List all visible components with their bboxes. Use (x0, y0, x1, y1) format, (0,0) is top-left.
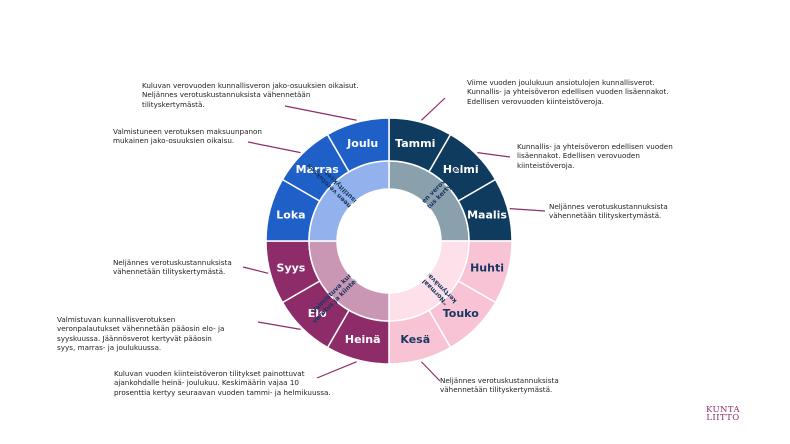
note-kesa: Neljännes verotuskustannuksista vähennet… (440, 376, 559, 395)
month-label-loka: Loka (276, 209, 305, 222)
month-label-maalis: Maalis (467, 209, 507, 222)
connector-lines (242, 97, 546, 382)
connector-joulu (284, 105, 357, 121)
note-maalis: Neljännes verotuskustannuksista vähennet… (549, 202, 668, 221)
note-joulu: Kuluvan verovuoden kunnallisveron jako-o… (142, 81, 359, 109)
connector-heina (316, 361, 357, 379)
connector-maalis (509, 208, 546, 212)
month-label-touko: Touko (443, 307, 479, 320)
month-label-elo: Elo (308, 307, 327, 320)
connector-helmi (477, 152, 511, 158)
note-heina: Kuluvan vuoden kiinteistöveron tilitykse… (114, 369, 331, 397)
month-label-marras: Marras (296, 163, 340, 176)
month-label-joulu: Joulu (346, 137, 378, 150)
connector-tammi (420, 97, 446, 121)
connector-kesa (420, 361, 441, 382)
month-label-helmi: Helmi (443, 163, 479, 176)
note-tammi: Viime vuoden joulukuun ansiotulojen kunn… (467, 78, 669, 106)
month-label-kesa: Kesä (400, 333, 430, 346)
note-helmi: Kunnallis- ja yhteisöveron edellisen vuo… (517, 142, 673, 170)
note-elo: Valmistuvan kunnallisverotuksen veronpal… (57, 315, 225, 353)
month-label-syys: Syys (277, 261, 306, 274)
logo-line-1: KUNTA (706, 405, 740, 415)
kuntaliitto-logo: KUNTA LIITTO (701, 405, 745, 423)
logo-line-2: LIITTO (706, 413, 740, 423)
month-label-heina: Heinä (345, 333, 381, 346)
connector-marras (247, 141, 301, 154)
connector-syys (242, 266, 269, 274)
month-label-tammi: Tammi (395, 137, 435, 150)
note-syys: Neljännes verotuskustannuksista vähennet… (113, 258, 232, 277)
month-label-huhti: Huhti (470, 261, 504, 274)
note-marras: Valmistuneen verotuksen maksuunpanon muk… (113, 127, 262, 146)
wheel-center (337, 189, 441, 293)
connector-elo (257, 321, 301, 330)
